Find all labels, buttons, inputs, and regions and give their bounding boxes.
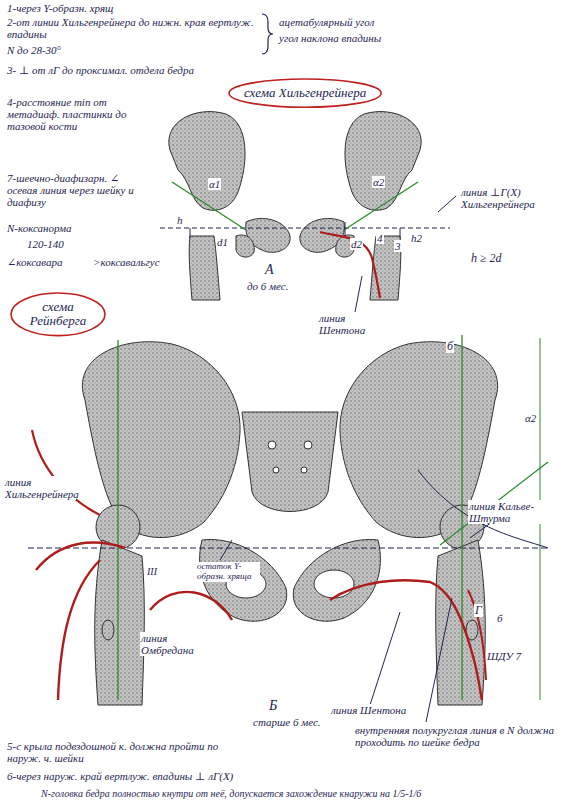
annotation-text: Г: [474, 604, 483, 617]
annotation-text: линия Хильгенрейнера: [4, 476, 76, 500]
annotation-text: линия Шентона: [330, 704, 407, 716]
annotation-text: α1: [208, 178, 221, 190]
annotation-text: б: [446, 340, 454, 353]
sacrum: [242, 412, 338, 512]
annotation-text: б: [496, 612, 504, 624]
annotation-text: линия Шентона: [318, 312, 390, 336]
annotation-text: h2: [410, 232, 423, 244]
circled-title: схема Хильгенрейнера: [228, 78, 382, 108]
annotation-text: h: [176, 214, 184, 226]
annotation-text: N-головка бедра полностью кнутри от неё,…: [40, 788, 422, 799]
annotation-text: ШДУ 7: [486, 650, 522, 662]
annotation-text: h ≥ 2d: [470, 252, 503, 265]
annotation-text: линия ⊥Г(Х) Хильгенрейнера: [460, 186, 562, 210]
brace: [262, 14, 273, 54]
shenton-arc: [320, 232, 380, 298]
annotation-text: 4: [376, 232, 384, 244]
annotation-text: остаток Y-образн. хряща: [196, 562, 260, 582]
annotation-text: α2: [524, 412, 537, 424]
annotation-text: линия Кальве-Штурма: [468, 500, 562, 524]
annotation-text: >коксавальгус: [92, 256, 161, 268]
pelvis-half: [82, 342, 286, 705]
annotation-text: 3- ⊥ от лГ до проксимал. отдела бедра: [6, 64, 195, 76]
annotation-text: 1-через Y-образн. хрящ: [6, 2, 114, 14]
annotation-text: III: [146, 566, 158, 577]
annotation-text: 5-с крыла подвздошной к. должна пройти п…: [6, 740, 248, 764]
annotation-text: 7-шеечно-диафизарн. ∠ осевая линия через…: [6, 172, 148, 208]
circled-title: схема Рейнберга: [10, 292, 106, 337]
annotation-text: d2: [350, 238, 363, 250]
hilgenreiner-line: [160, 228, 450, 229]
infant-pelvis-half: [169, 112, 290, 300]
annotation-text: N до 28-30°: [6, 44, 62, 56]
annotation-text: A: [264, 262, 275, 277]
annotation-text: 120-140: [26, 238, 65, 250]
annotation-text: линия Омбредана: [140, 632, 214, 656]
annotation-text: ∠коксавара: [6, 256, 63, 268]
annotation-text: ацетабулярный угол: [278, 16, 375, 28]
annotation-text: угол наклона впадины: [278, 32, 382, 44]
annotation-text: d1: [216, 236, 229, 248]
annotation-text: 4-расстояние min от метадиаф. пластинки …: [6, 96, 158, 132]
annotation-text: 6-через наруж. край вертлуж. впадины ⊥ л…: [6, 770, 234, 782]
scheme-title: схема Хильгенрейнера: [244, 86, 366, 100]
annotation-text: до 6 мес.: [246, 280, 289, 292]
annotation-text: 3: [394, 240, 402, 252]
annotation-text: N-коксанорма: [6, 222, 72, 234]
scheme-title: схема Рейнберга: [26, 300, 90, 329]
annotation-text: внутренняя полукруглая линия в N должна …: [354, 724, 562, 748]
annotation-text: старше 6 мес.: [252, 716, 322, 728]
annotation-text: α2: [372, 176, 385, 188]
annotation-text: Б: [268, 698, 278, 713]
annotation-text: 2-от линии Хильгенрейнера до нижн. края …: [6, 16, 258, 40]
